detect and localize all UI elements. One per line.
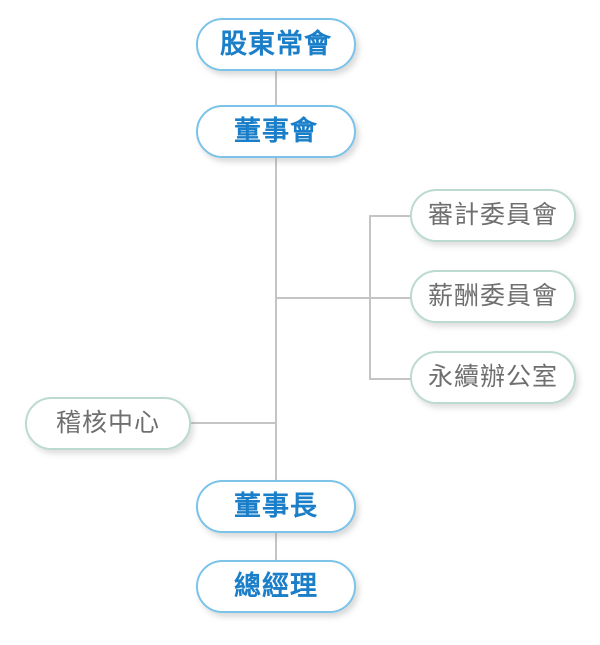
node-label: 董事會	[234, 116, 318, 146]
connector-stub-comp-committee	[369, 297, 411, 299]
connector-stub-sustain-office	[369, 378, 411, 380]
node-shareholders-meeting[interactable]: 股東常會	[196, 18, 356, 71]
node-label: 審計委員會	[427, 201, 558, 229]
connector-branch-right	[275, 297, 371, 299]
node-label: 董事長	[234, 491, 318, 521]
connector-chairman-to-president	[275, 533, 277, 560]
node-compensation-committee[interactable]: 薪酬委員會	[410, 270, 576, 323]
node-audit-committee[interactable]: 審計委員會	[410, 189, 576, 242]
node-chairman[interactable]: 董事長	[196, 480, 356, 533]
node-label: 永續辦公室	[427, 363, 558, 391]
connector-stub-audit-committee	[369, 215, 411, 217]
connector-board-trunk	[275, 158, 277, 480]
node-board-of-directors[interactable]: 董事會	[196, 105, 356, 158]
node-label: 股東常會	[220, 29, 332, 59]
node-sustainability-office[interactable]: 永續辦公室	[410, 351, 576, 404]
node-president[interactable]: 總經理	[196, 560, 356, 613]
node-audit-center[interactable]: 稽核中心	[25, 397, 191, 450]
connector-stub-audit-center	[190, 422, 276, 424]
node-label: 總經理	[234, 571, 318, 601]
node-label: 稽核中心	[55, 409, 160, 437]
connector-shareholders-to-board	[275, 71, 277, 105]
node-label: 薪酬委員會	[427, 282, 558, 310]
